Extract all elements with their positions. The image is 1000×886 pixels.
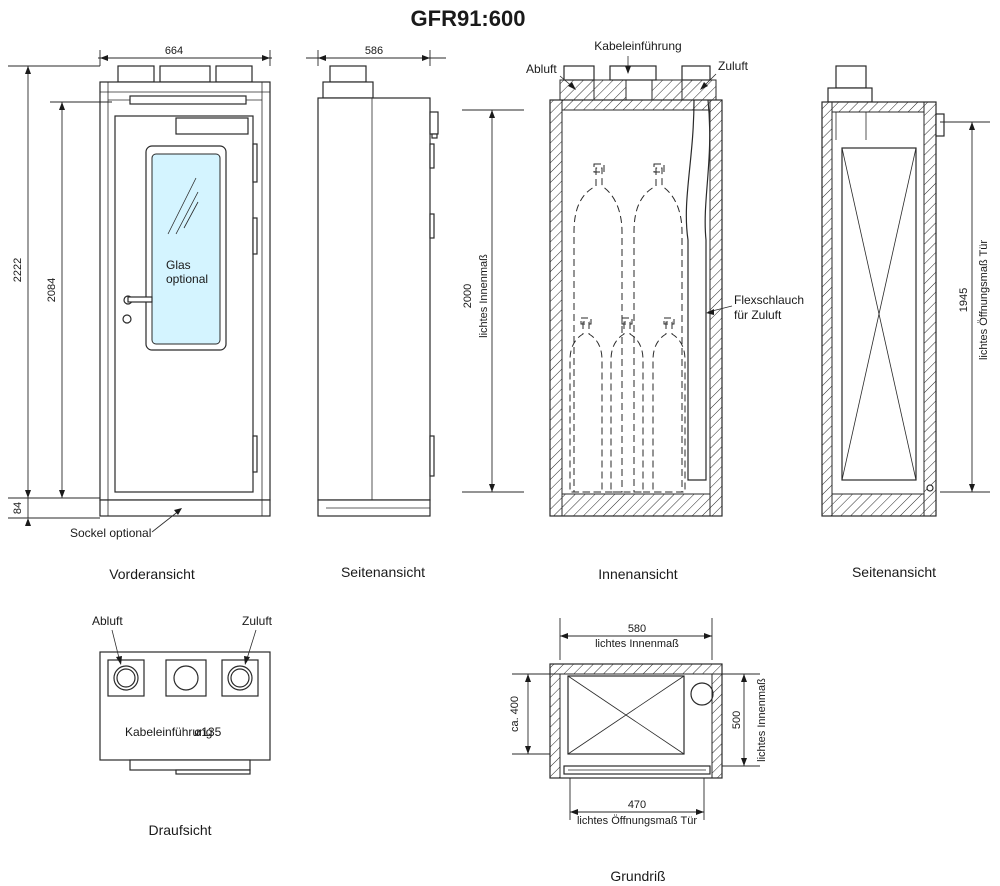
glass-label-2: optional (166, 272, 208, 286)
side2-top-wall (831, 101, 925, 113)
top-cable-label: Kabeleinführung (125, 725, 212, 739)
plan-wall-top (549, 663, 723, 675)
side2-right-wall (923, 101, 937, 517)
side-vent-valve (429, 111, 439, 135)
interior-height-label: lichtes Innenmaß (478, 254, 490, 338)
plan-width-dim: 580 (628, 623, 646, 635)
side2-door-opening (841, 147, 917, 481)
side-view: 586 Seitenansicht (306, 45, 446, 580)
plan-wall-left (549, 673, 561, 779)
side-vent (329, 65, 367, 83)
interior-height-dim: 2000 (462, 284, 474, 308)
interior-exhaust-label: Abluft (526, 62, 557, 76)
side2-left-wall (821, 101, 833, 517)
door-hinge-top (252, 143, 258, 183)
drawing-title: GFR91:600 (411, 6, 526, 31)
door-lock-icon (122, 314, 132, 324)
top-diameter-label: ø135 (194, 725, 222, 739)
door-hinge-middle (252, 217, 258, 255)
top-supply-label: Zuluft (242, 614, 273, 628)
gas-cylinder-tall-1 (573, 167, 623, 493)
interior-top-wall (561, 99, 711, 111)
plan-depth-dim: 500 (731, 711, 743, 729)
side2-vent-valve (935, 113, 945, 137)
plan-width-label: lichtes Innenmaß (595, 638, 679, 650)
plan-wall-right (711, 673, 723, 779)
gas-cylinder-tall-2 (633, 167, 683, 493)
gas-cylinder-small-3 (652, 321, 686, 493)
plan-door-label: lichtes Öffnungsmaß Tür (577, 815, 697, 827)
front-vent-left (117, 65, 155, 83)
top-exhaust-label: Abluft (92, 614, 123, 628)
plan-floor-area (567, 675, 685, 755)
plan-left-dim: ca. 400 (509, 696, 521, 732)
side-depth-dim: 586 (365, 45, 383, 57)
gas-cylinder-small-2 (610, 321, 644, 493)
flex-hose (685, 99, 711, 481)
front-body-height-dim: 2084 (46, 278, 58, 302)
hose-label-2: für Zuluft (734, 308, 782, 322)
side-view-caption: Seitenansicht (341, 564, 425, 580)
plan-depth-label: lichtes Innenmaß (756, 678, 768, 762)
plan-view: 580 lichtes Innenmaß 500 lichtes Innenma… (509, 618, 768, 884)
side2-door-dim: 1945 (958, 288, 970, 312)
front-width-dim: 664 (165, 45, 183, 57)
front-total-height-dim: 2222 (12, 258, 24, 282)
side-view-2: 1945 lichtes Öffnungsmaß Tür Seitenansic… (821, 65, 990, 580)
plan-view-caption: Grundriß (610, 868, 665, 884)
interior-left-wall (549, 99, 563, 517)
interior-floor (561, 493, 711, 517)
side2-door-label: lichtes Öffnungsmaß Tür (978, 240, 990, 360)
top-base-plinth (129, 759, 251, 771)
plan-door-dim: 470 (628, 799, 646, 811)
front-vent-right (215, 65, 253, 83)
top-view: Abluft Zuluft Kabeleinführung ø135 Drauf… (92, 614, 273, 838)
front-view-caption: Vorderansicht (109, 566, 195, 582)
interior-supply-label: Zuluft (718, 59, 749, 73)
glass-label-1: Glas (166, 258, 191, 272)
interior-cable-label: Kabeleinführung (594, 39, 681, 53)
interior-view: Kabeleinführung Abluft Zuluft Flexschlau… (462, 39, 804, 582)
glass-window (151, 153, 221, 345)
plan-duct-circle (690, 682, 714, 706)
interior-right-wall (709, 99, 723, 517)
base-optional-label: Sockel optional (70, 526, 151, 540)
front-base-height-dim: 84 (12, 502, 24, 514)
side-cabinet-body (317, 97, 431, 501)
gas-cylinder-small-1 (569, 321, 603, 493)
top-view-caption: Draufsicht (148, 822, 211, 838)
interior-view-caption: Innenansicht (598, 566, 678, 582)
front-base (99, 499, 271, 517)
door-hinge-bottom (252, 435, 258, 473)
side2-floor (831, 493, 925, 517)
hose-label-1: Flexschlauch (734, 293, 804, 307)
side2-view-caption: Seitenansicht (852, 564, 936, 580)
front-view: Glas optional 664 2222 2084 84 Sockel (8, 45, 272, 582)
front-vent-middle (159, 65, 211, 83)
